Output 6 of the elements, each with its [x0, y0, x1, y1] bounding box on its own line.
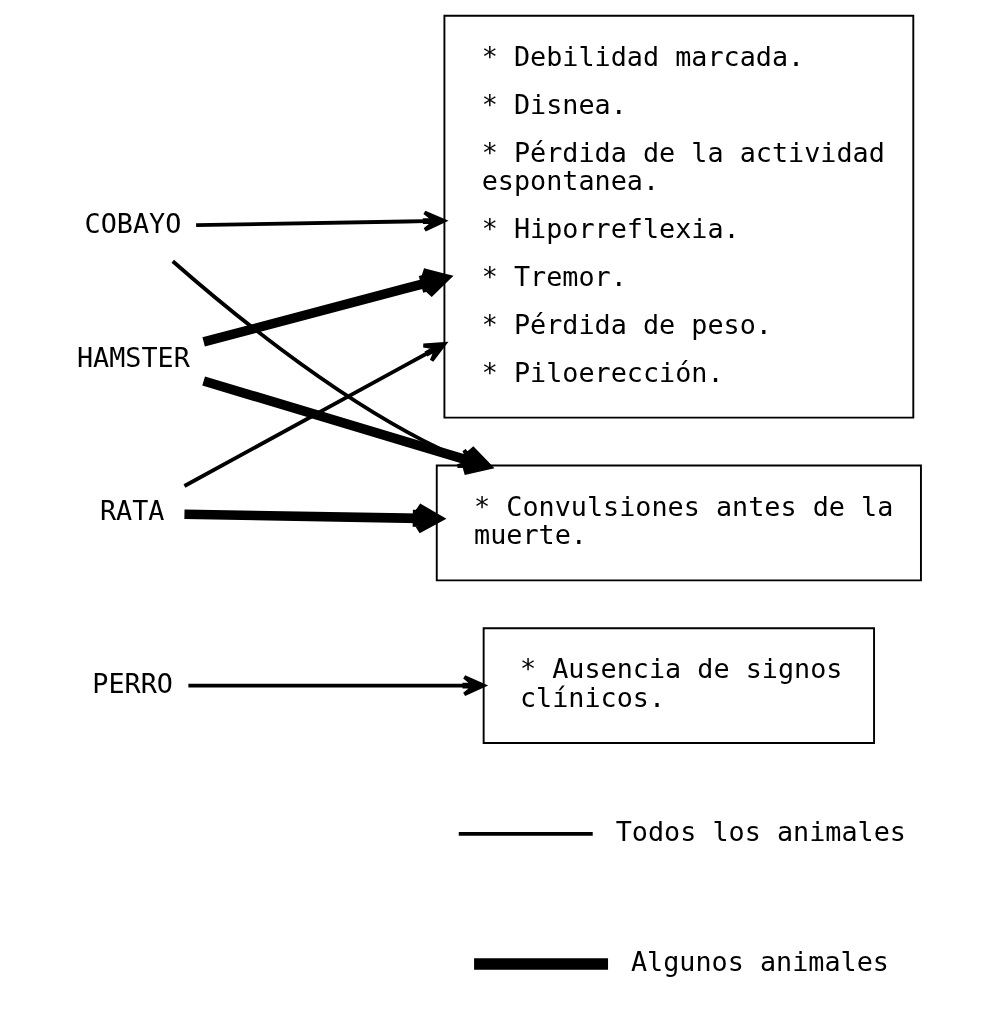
node-text: RATA	[99, 495, 164, 527]
node-text: COBAYO	[84, 208, 181, 240]
legend-label: Todos los animales	[615, 815, 906, 847]
legend-label: Algunos animales	[630, 946, 889, 978]
node-text: HAMSTER	[76, 342, 190, 374]
node-text: PERRO	[91, 667, 173, 699]
